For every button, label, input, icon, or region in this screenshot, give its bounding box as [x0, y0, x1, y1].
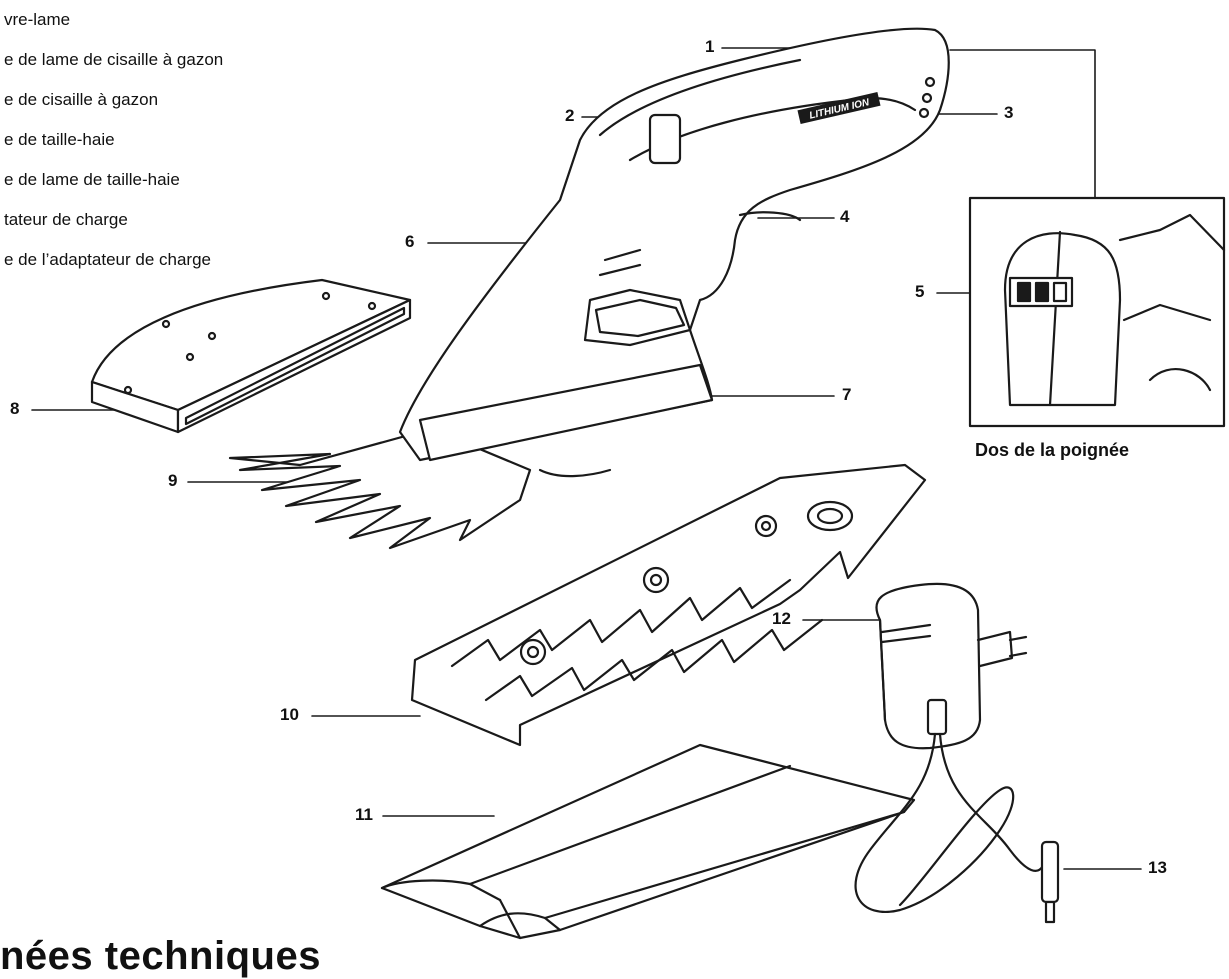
- callout-13: 13: [1148, 858, 1167, 877]
- legend-item: e de lame de cisaille à gazon: [4, 50, 224, 69]
- legend-item: e de taille-haie: [4, 130, 115, 149]
- legend-item: e de l’adaptateur de charge: [4, 250, 211, 269]
- callout-2: 2: [565, 106, 575, 125]
- legend-item: tateur de charge: [4, 210, 128, 229]
- callout-5: 5: [915, 282, 925, 301]
- hedge-trimmer-blade: [410, 463, 927, 747]
- legend-item: vre-lame: [4, 10, 71, 29]
- callout-12: 12: [772, 609, 791, 628]
- callout-4: 4: [840, 207, 850, 226]
- grass-shear-blade: [228, 430, 532, 550]
- parts-legend: vre-lame e de lame de cisaille à gazon e…: [0, 0, 223, 280]
- callout-8: 8: [10, 399, 20, 418]
- callout-11: 11: [355, 805, 373, 824]
- callout-3: 3: [1004, 103, 1014, 122]
- legend-item: e de cisaille à gazon: [4, 90, 159, 109]
- hedge-blade-cover: [380, 743, 916, 940]
- callout-10: 10: [280, 705, 299, 724]
- section-heading: nées techniques: [0, 934, 321, 978]
- legend-item: e de lame de taille-haie: [4, 170, 180, 189]
- callout-9: 9: [168, 471, 178, 490]
- tool-body: [398, 27, 950, 478]
- charging-adapter: [854, 582, 1060, 924]
- callout-7: 7: [842, 385, 852, 404]
- handle-back-inset: [968, 196, 1226, 428]
- callout-1: 1: [705, 37, 715, 56]
- inset-caption: Dos de la poignée: [975, 440, 1130, 460]
- grass-blade-cover: [90, 278, 412, 434]
- callout-6: 6: [405, 232, 415, 251]
- inset-connector: [949, 49, 1096, 199]
